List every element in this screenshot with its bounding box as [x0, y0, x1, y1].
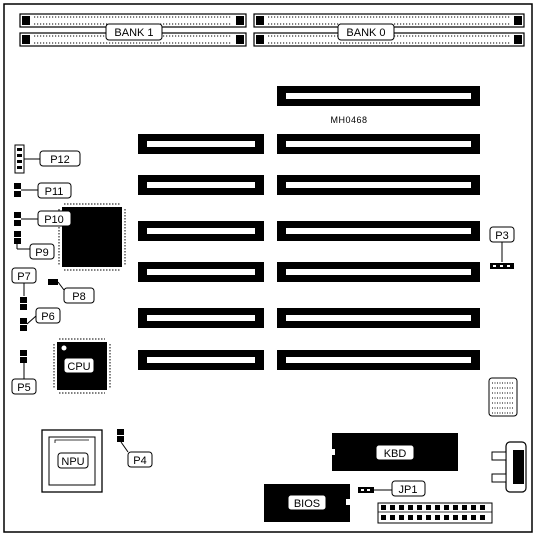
cpu-chip: CPU [53, 338, 111, 394]
expansion-slot [138, 262, 264, 282]
p12-label: P12 [50, 154, 70, 166]
bank-1-label-box [105, 23, 163, 41]
expansion-slot [277, 308, 480, 328]
jp1-label: JP1 [399, 484, 418, 496]
npu-label: NPU [61, 456, 84, 468]
jumper-p6: P6 [20, 307, 61, 331]
p4-label: P4 [133, 455, 146, 467]
expansion-slot [138, 134, 264, 154]
keyboard-connector [491, 441, 527, 493]
board-model-label: MH0468 [330, 115, 367, 125]
bank-0-label: BANK 0 [346, 27, 385, 39]
simm-bank-1: BANK 1 [19, 13, 247, 47]
jumper-jp1: JP1 [358, 480, 426, 497]
expansion-slot [138, 221, 264, 241]
p6-label: P6 [41, 311, 54, 323]
bank-1-label: BANK 1 [114, 27, 153, 39]
expansion-slot [277, 262, 480, 282]
jumper-p11: P11 [14, 182, 72, 199]
expansion-slot [138, 308, 264, 328]
bios-chip: BIOS [264, 484, 352, 522]
jumper-p5: P5 [11, 350, 37, 395]
jumper-p3: P3 [489, 226, 515, 269]
keyboard-controller-chip: KBD [329, 433, 458, 471]
p9-label: P9 [35, 247, 48, 259]
cpu-label: CPU [67, 361, 90, 373]
p7-label: P7 [17, 271, 30, 283]
chipset-chip [58, 203, 126, 271]
p10-label: P10 [44, 214, 64, 226]
power-connector [377, 502, 493, 524]
connector-p12: P12 [14, 144, 81, 174]
p11-label: P11 [45, 186, 64, 198]
jumper-p7: P7 [11, 267, 37, 310]
bios-label: BIOS [294, 498, 320, 510]
expansion-slot [277, 134, 480, 154]
expansion-slot [277, 221, 480, 241]
p5-label: P5 [17, 382, 30, 394]
jumper-p8: P8 [48, 279, 95, 304]
p3-label: P3 [495, 230, 508, 242]
battery-block [488, 377, 518, 417]
expansion-slot [138, 175, 264, 195]
jumper-p9: P9 [14, 231, 55, 260]
p8-label: P8 [72, 291, 85, 303]
expansion-slot [277, 86, 480, 106]
simm-bank-0: BANK 0 [253, 13, 525, 47]
kbd-label: KBD [384, 448, 407, 460]
bank-0-label-box [337, 23, 395, 41]
expansion-slot [138, 350, 264, 370]
npu-socket: NPU [41, 429, 103, 493]
expansion-slot [277, 350, 480, 370]
expansion-slot [277, 175, 480, 195]
jumper-p10: P10 [14, 210, 72, 227]
jumper-p4: P4 [117, 429, 153, 468]
